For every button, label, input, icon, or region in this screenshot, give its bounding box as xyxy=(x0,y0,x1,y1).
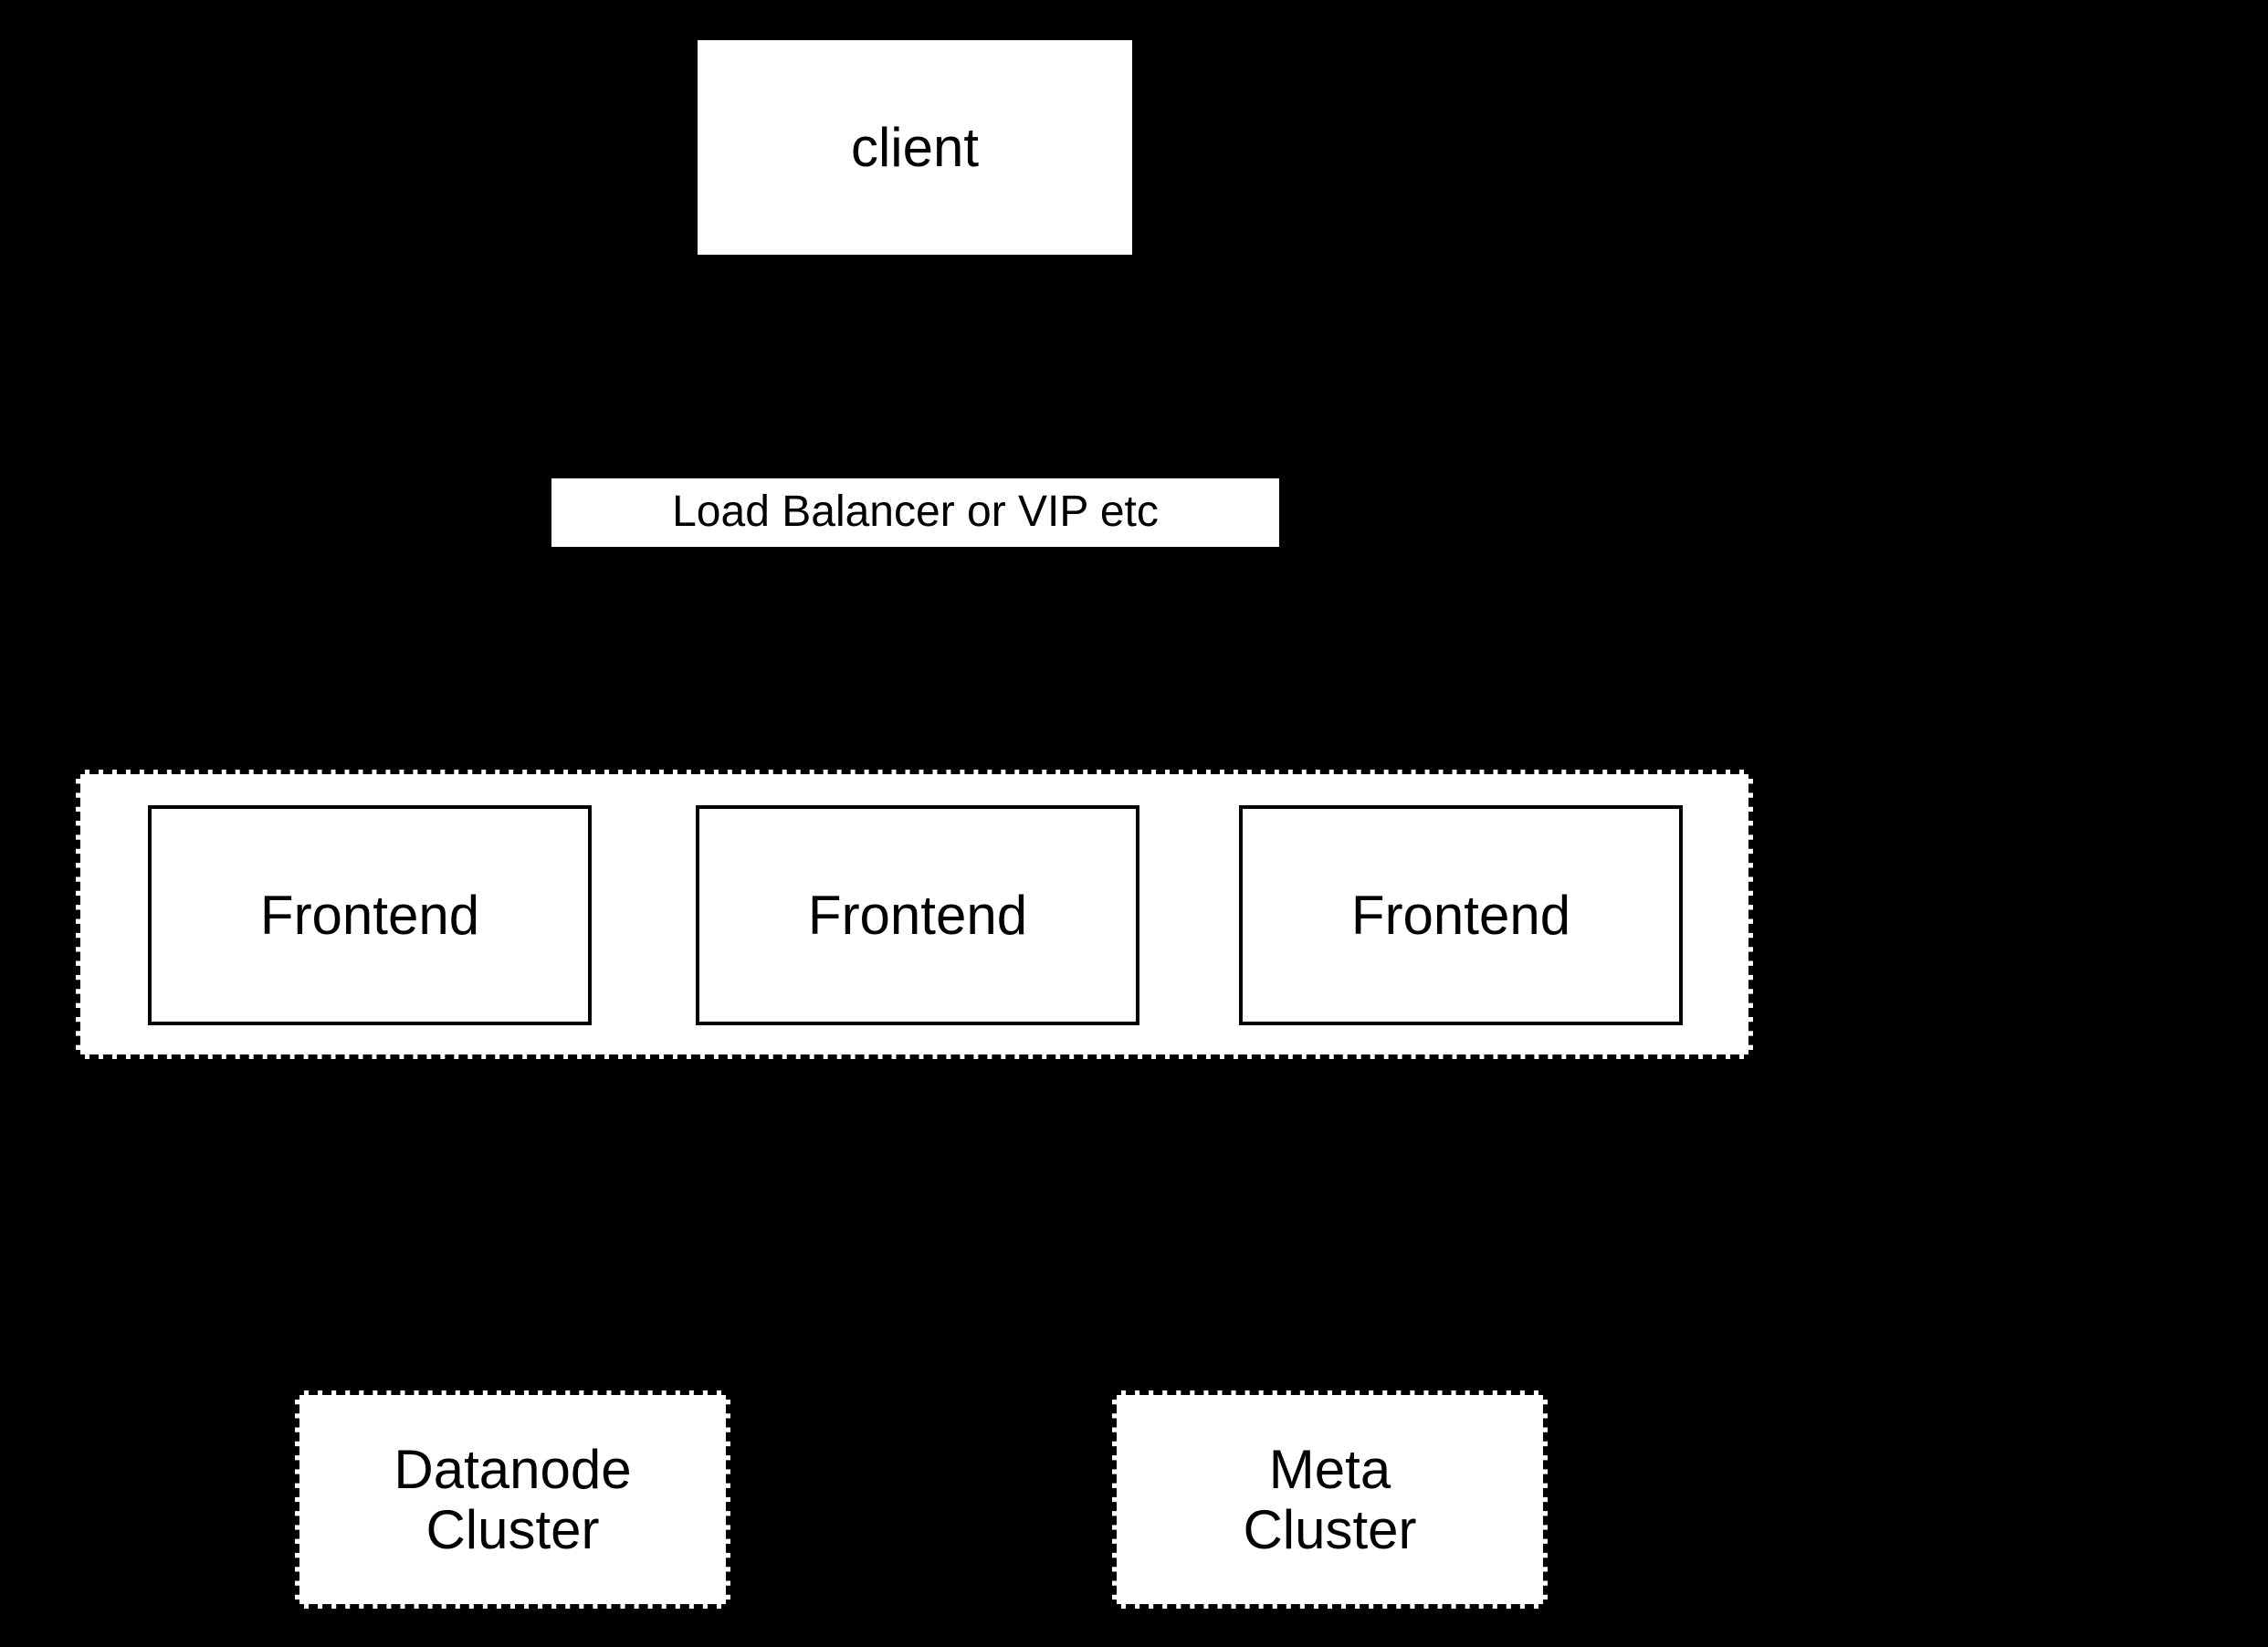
frontend-node-1-label: Frontend xyxy=(259,884,480,946)
meta-cluster-label: Meta Cluster xyxy=(1243,1438,1417,1560)
datanode-cluster-label: Datanode Cluster xyxy=(394,1438,632,1560)
client-label: client xyxy=(850,116,980,178)
frontend-node-3-label: Frontend xyxy=(1350,884,1571,946)
frontend-node-2-label: Frontend xyxy=(807,884,1028,946)
datanode-cluster-node: Datanode Cluster xyxy=(295,1390,730,1609)
load-balancer-label: Load Balancer or VIP etc xyxy=(672,488,1159,537)
frontend-node-2: Frontend xyxy=(696,805,1139,1025)
client-node: client xyxy=(698,40,1132,255)
frontend-group-container: Frontend Frontend Frontend xyxy=(76,770,1753,1059)
meta-cluster-node: Meta Cluster xyxy=(1112,1390,1548,1609)
load-balancer-node: Load Balancer or VIP etc xyxy=(551,478,1279,547)
frontend-node-3: Frontend xyxy=(1239,805,1683,1025)
frontend-node-1: Frontend xyxy=(148,805,592,1025)
